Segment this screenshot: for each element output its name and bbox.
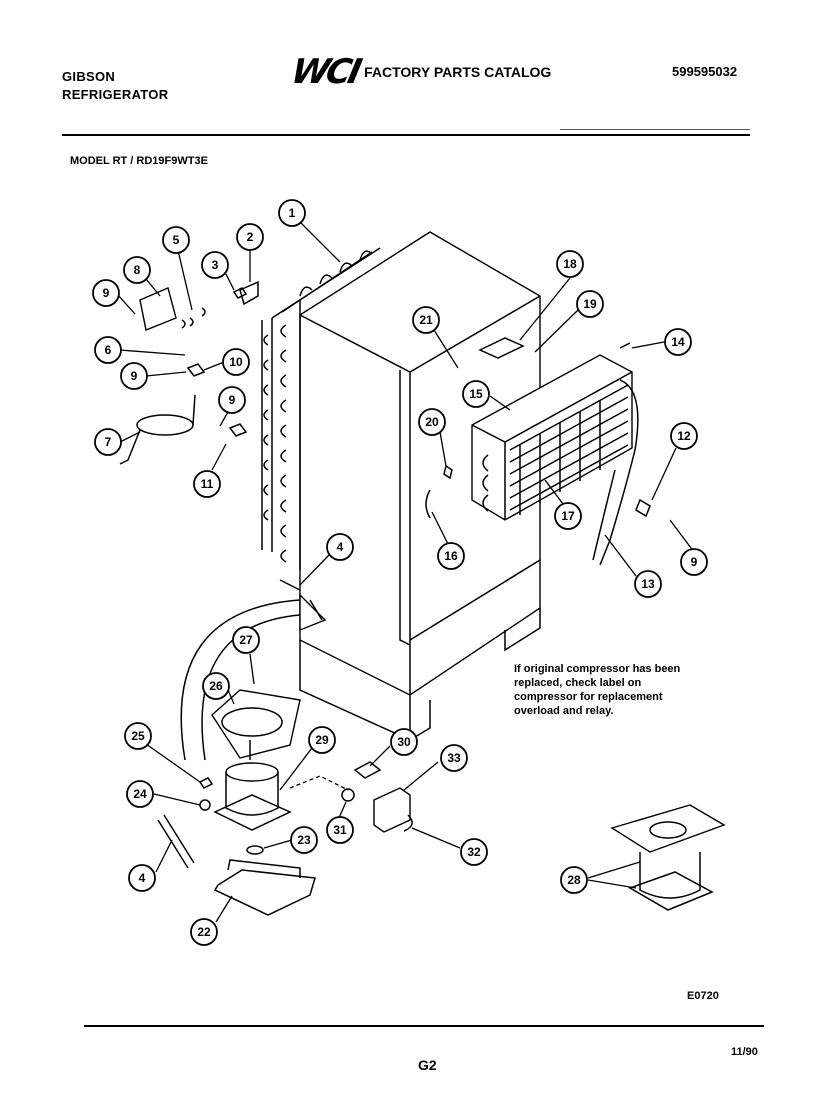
callout-5: 5 (162, 226, 190, 254)
callout-28: 28 (560, 866, 588, 894)
header-rule-thin (560, 129, 750, 130)
callout-22: 22 (190, 918, 218, 946)
svg-text:1: 1 (289, 206, 296, 220)
callout-25: 25 (124, 722, 152, 750)
catalog-header: WCI FACTORY PARTS CATALOG (288, 52, 552, 92)
callout-4-bottom: 4 (128, 864, 156, 892)
svg-text:33: 33 (447, 751, 461, 765)
control-parts (119, 280, 259, 465)
evaporator (471, 354, 633, 521)
svg-text:9: 9 (691, 555, 698, 569)
svg-text:3: 3 (212, 258, 219, 272)
svg-text:32: 32 (467, 845, 481, 859)
callout-21: 21 (412, 306, 440, 334)
callout-9-b: 9 (120, 362, 148, 390)
callout-17: 17 (554, 502, 582, 530)
callout-19: 19 (576, 290, 604, 318)
svg-text:9: 9 (131, 369, 138, 383)
tubing-and-wires (425, 337, 651, 566)
svg-text:27: 27 (239, 633, 253, 647)
callout-15: 15 (462, 380, 490, 408)
svg-text:18: 18 (563, 257, 577, 271)
catalog-number: 599595032 (672, 64, 738, 79)
callout-31: 31 (326, 816, 354, 844)
callout-6: 6 (94, 336, 122, 364)
callout-23: 23 (290, 826, 318, 854)
callout-33: 33 (440, 744, 468, 772)
callout-29: 29 (308, 726, 336, 754)
callout-26: 26 (202, 672, 230, 700)
brand-line-1: GIBSON (62, 69, 116, 84)
callout-20: 20 (418, 408, 446, 436)
callout-1: 1 (278, 199, 306, 227)
replacement-compressor (610, 804, 726, 911)
callout-18: 18 (556, 250, 584, 278)
callout-11: 11 (193, 470, 221, 498)
svg-text:10: 10 (229, 355, 243, 369)
compressor-note: If original compressor has been replaced… (514, 663, 681, 717)
svg-text:21: 21 (419, 313, 433, 327)
svg-text:26: 26 (209, 679, 223, 693)
svg-text:9: 9 (229, 393, 236, 407)
svg-text:19: 19 (583, 297, 597, 311)
callout-30: 30 (390, 728, 418, 756)
footer-rule (84, 1025, 764, 1027)
svg-text:4: 4 (139, 871, 146, 885)
callout-13: 13 (634, 570, 662, 598)
svg-text:6: 6 (105, 343, 112, 357)
callout-12: 12 (670, 422, 698, 450)
svg-text:20: 20 (425, 415, 439, 429)
svg-text:9: 9 (103, 286, 110, 300)
svg-text:28: 28 (567, 873, 581, 887)
svg-text:12: 12 (677, 429, 691, 443)
condenser-coil (261, 247, 381, 570)
compressor-assembly (157, 689, 413, 916)
svg-text:29: 29 (315, 733, 329, 747)
svg-text:16: 16 (444, 549, 458, 563)
callout-7: 7 (94, 428, 122, 456)
catalog-title: FACTORY PARTS CATALOG (364, 64, 552, 80)
svg-text:23: 23 (297, 833, 311, 847)
callout-2: 2 (236, 223, 264, 251)
svg-text:24: 24 (133, 787, 147, 801)
svg-text:4: 4 (337, 540, 344, 554)
brand-line-2: REFRIGERATOR (62, 87, 169, 102)
callout-32: 32 (460, 838, 488, 866)
diagram-code: E0720 (687, 990, 719, 1002)
svg-text:31: 31 (333, 823, 347, 837)
svg-text:13: 13 (641, 577, 655, 591)
date-code: 11/90 (731, 1046, 758, 1058)
leader-lines (116, 221, 695, 923)
brand-label: GIBSON REFRIGERATOR (62, 68, 168, 104)
header-rule (62, 134, 750, 136)
callout-9-d: 9 (680, 548, 708, 576)
model-number: MODEL RT / RD19F9WT3E (70, 155, 208, 167)
callout-14: 14 (664, 328, 692, 356)
callout-10: 10 (222, 348, 250, 376)
callout-8: 8 (123, 256, 151, 284)
svg-text:8: 8 (134, 263, 141, 277)
callout-16: 16 (437, 542, 465, 570)
callout-4-top: 4 (326, 533, 354, 561)
callout-27: 27 (232, 626, 260, 654)
svg-text:17: 17 (561, 509, 575, 523)
svg-text:25: 25 (131, 729, 145, 743)
svg-text:5: 5 (173, 233, 180, 247)
svg-text:2: 2 (247, 230, 254, 244)
svg-text:15: 15 (469, 387, 483, 401)
callout-3: 3 (201, 251, 229, 279)
cabinet-illustration (299, 231, 541, 742)
svg-text:14: 14 (671, 335, 685, 349)
callout-9-c: 9 (218, 386, 246, 414)
page-code: G2 (418, 1057, 437, 1073)
callout-24: 24 (126, 780, 154, 808)
svg-text:7: 7 (105, 435, 112, 449)
svg-text:22: 22 (197, 925, 211, 939)
callout-9-a: 9 (92, 279, 120, 307)
svg-text:11: 11 (201, 477, 214, 491)
svg-text:30: 30 (397, 735, 411, 749)
assembly-arrow (180, 579, 327, 761)
